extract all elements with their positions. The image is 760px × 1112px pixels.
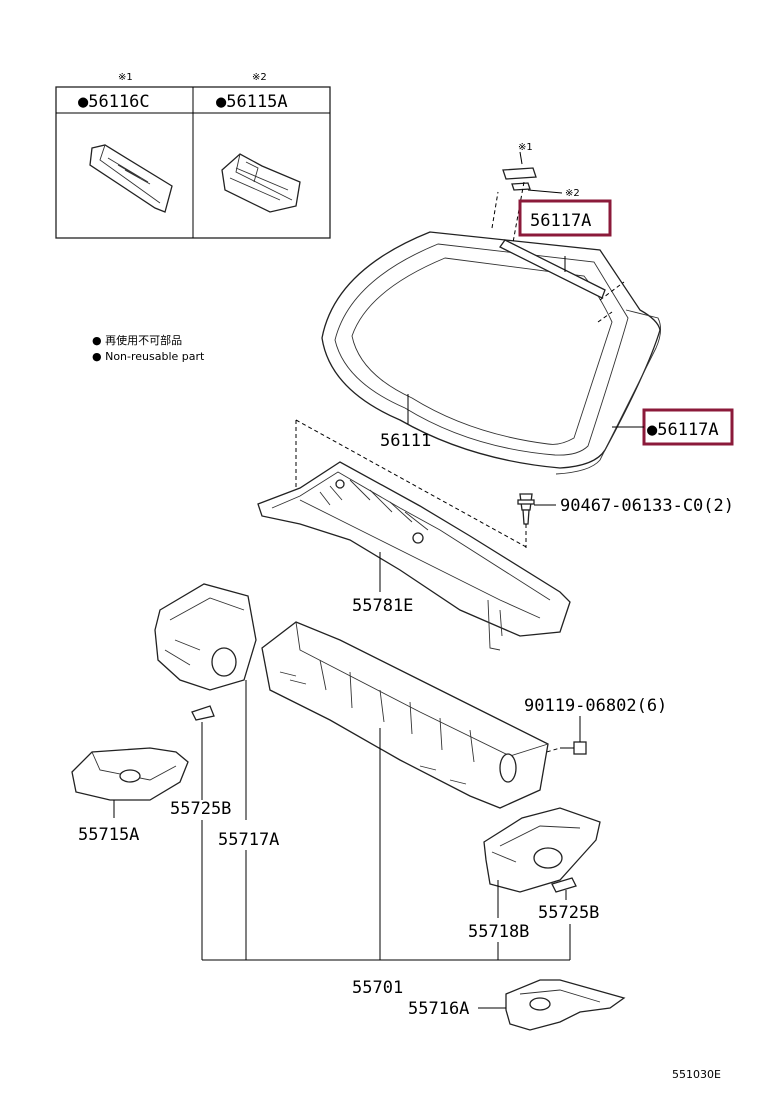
clip-56115a-drawing	[221, 153, 301, 213]
clip-56116c-drawing	[89, 144, 173, 213]
cowl-louver	[257, 461, 571, 651]
inset-mark-2: ※2	[252, 72, 267, 83]
part-label-56115a: ●56115A	[216, 92, 288, 112]
callout-55701: 55701	[352, 978, 403, 998]
callout-90467-06133-c0: 90467-06133-C0(2)	[560, 496, 734, 516]
callout-56117a-top: 56117A	[530, 211, 591, 231]
callout-56111: 56111	[380, 431, 431, 451]
callout-55718b: 55718B	[468, 922, 529, 942]
callout-55715a: 55715A	[78, 825, 139, 845]
spacer-parts: ※1 ※2	[502, 142, 580, 199]
windshield-glass	[321, 181, 661, 475]
callout-55725b-right: 55725B	[538, 903, 599, 923]
callout-55781e: 55781E	[352, 596, 413, 616]
inset-box: ※1 ※2 ●56116C ●56115A	[55, 72, 331, 239]
bolt-90119-drawing	[519, 716, 587, 761]
small-bracket-right	[551, 877, 577, 893]
clip-90467-drawing	[517, 493, 556, 548]
inset-mark-1: ※1	[118, 72, 133, 83]
diagram-id: 551030E	[672, 1068, 721, 1081]
legend-non-reusable-en: ● Non-reusable part	[92, 350, 205, 363]
spacer-mark-1: ※1	[518, 142, 533, 153]
bracket-55716a-drawing	[505, 979, 626, 1031]
cowl-panel	[261, 621, 549, 809]
legend-non-reusable-jp: ● 再使用不可部品	[92, 333, 182, 347]
right-side-panel	[483, 807, 601, 893]
callout-90119-06802: 90119-06802(6)	[524, 696, 667, 716]
highlight-56117a-top	[518, 199, 612, 237]
callout-56117a-side: ●56117A	[647, 420, 719, 440]
spacer-mark-2: ※2	[565, 188, 580, 199]
callout-55725b-left: 55725B	[170, 799, 231, 819]
callout-55717a: 55717A	[218, 830, 279, 850]
callout-55716a: 55716A	[408, 999, 469, 1019]
bracket-55715a-drawing	[71, 747, 189, 801]
leader-tree	[201, 820, 571, 961]
part-label-56116c: ●56116C	[78, 92, 150, 112]
left-side-panel	[154, 583, 257, 691]
small-bracket-left	[191, 705, 215, 721]
